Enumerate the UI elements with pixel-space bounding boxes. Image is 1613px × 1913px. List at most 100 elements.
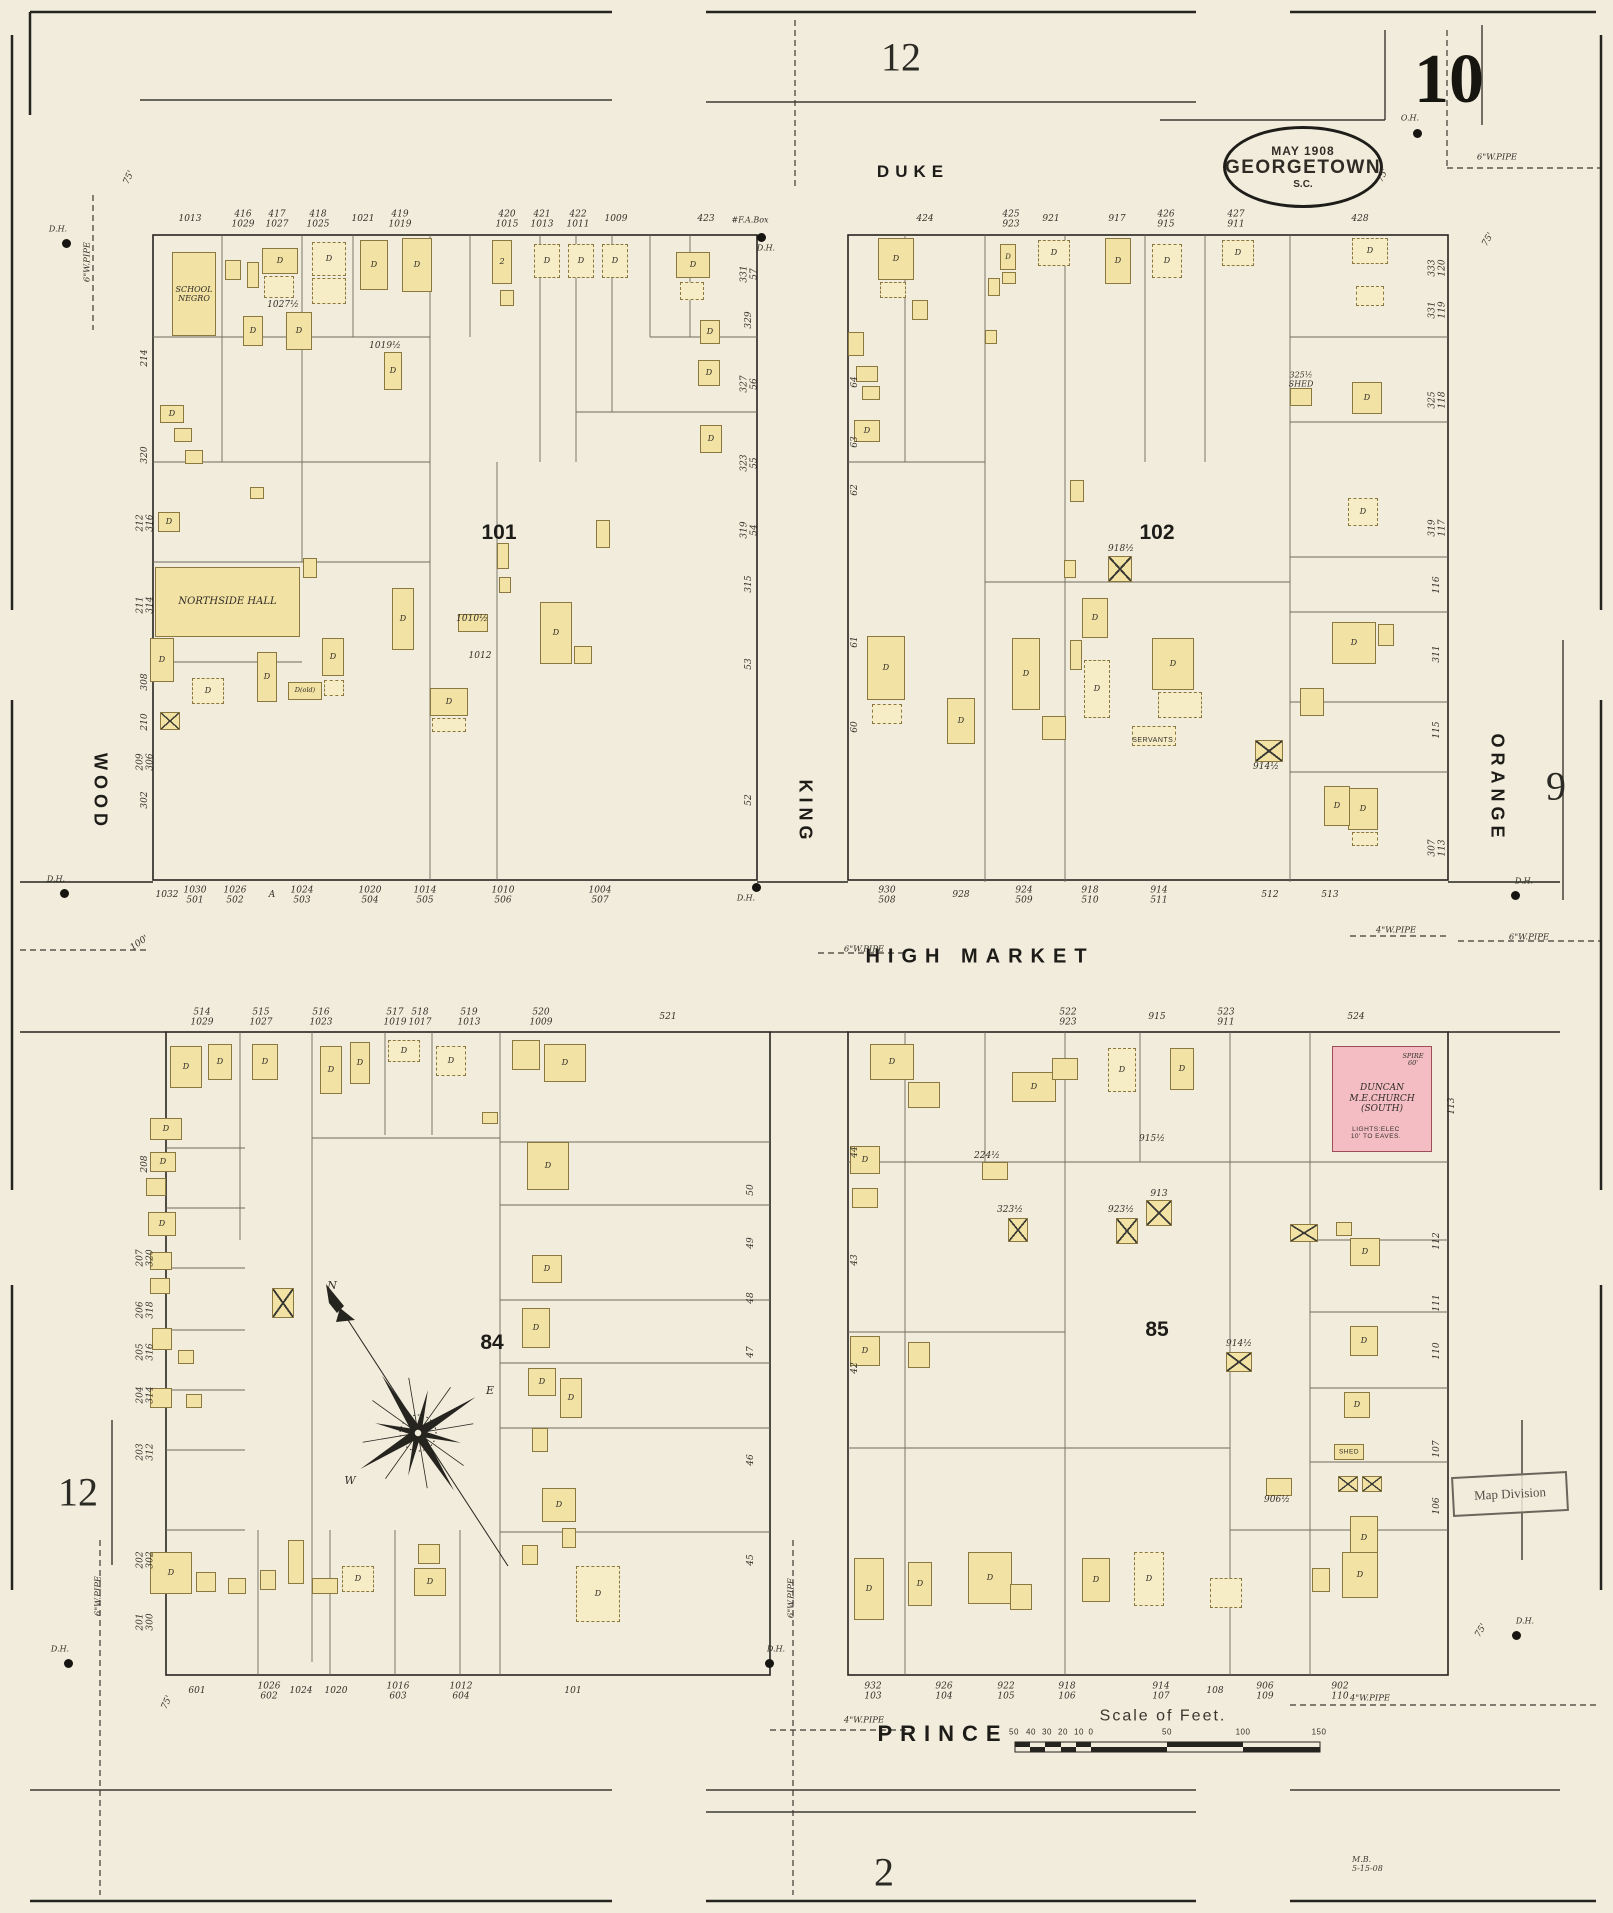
building: D (700, 320, 720, 344)
building (324, 680, 344, 696)
water-pipe-label: 6"W.PIPE (786, 1577, 797, 1619)
building: D (430, 688, 468, 716)
building-label: D (182, 1062, 190, 1072)
street-number: 327 56 (739, 375, 759, 393)
interior-label: 915½ (1139, 1134, 1165, 1145)
street-number: 1012 604 (449, 1681, 473, 1701)
street-number: 928 (952, 890, 970, 901)
building-label: D (1169, 659, 1177, 669)
building (1108, 556, 1132, 582)
building-label: D (705, 368, 713, 378)
interior-label: 1012 (468, 651, 492, 662)
building (152, 1328, 172, 1350)
building-label: D (1030, 1082, 1038, 1092)
street-number: 918 510 (1081, 885, 1099, 905)
street-label-high-market: HIGH MARKET (865, 945, 1095, 968)
building (482, 1112, 498, 1124)
street-label-orange: ORANGE (1487, 733, 1508, 843)
street-number: 329 (744, 311, 755, 329)
street-number: 45 (746, 1554, 757, 1566)
street-number: 62 (850, 484, 861, 496)
street-number: 601 (188, 1686, 206, 1697)
building-label: D (544, 1161, 552, 1171)
street-number: 922 105 (997, 1681, 1015, 1701)
building (1010, 1584, 1032, 1610)
interior-label: SHED (1338, 1448, 1360, 1456)
building-label: D (162, 1124, 170, 1134)
building: D (1082, 598, 1108, 638)
building: D (522, 1308, 550, 1348)
street-number: 1020 (324, 1686, 348, 1697)
building-label: D (356, 1058, 364, 1068)
building-label: D (1092, 1575, 1100, 1585)
street-number: 53 (744, 658, 755, 670)
building-label: D (1178, 1064, 1186, 1074)
street-number: 917 (1108, 214, 1126, 225)
building-label: D (158, 1219, 166, 1229)
adjacent-sheet-left: 12 (58, 1469, 98, 1515)
street-number: 311 (1432, 645, 1443, 663)
street-number: 206 318 (135, 1301, 155, 1319)
building: D (534, 244, 560, 278)
building (312, 1578, 338, 1594)
building-label: D (370, 260, 378, 270)
building: D (252, 1044, 278, 1080)
building: D (158, 512, 180, 532)
building: D (850, 1146, 880, 1174)
street-number: 108 (1206, 1686, 1224, 1697)
building-label: D (1356, 1570, 1364, 1580)
hydrant-label: D.H. (736, 893, 756, 903)
street-number: 522 923 (1059, 1007, 1077, 1027)
building (228, 1578, 246, 1594)
street-number: 427 911 (1227, 209, 1245, 229)
street-number: 48 (746, 1292, 757, 1304)
building: D (150, 638, 174, 682)
street-label-king: KING (795, 779, 816, 845)
street-number: 1026 502 (223, 885, 247, 905)
building: D (322, 638, 344, 676)
street-number: 207 320 (135, 1249, 155, 1267)
building (908, 1082, 940, 1108)
building-label: D (1333, 801, 1341, 811)
building (532, 1428, 548, 1452)
building-label: D (567, 1393, 575, 1403)
building (499, 577, 511, 593)
scale-tick: 100 (1235, 1727, 1251, 1737)
street-number: 513 (1321, 890, 1339, 901)
building: D (384, 352, 402, 390)
building (1290, 1224, 1318, 1242)
water-pipe-label: 4"W.PIPE (1375, 925, 1417, 936)
hydrant-label: D.H. (50, 1644, 70, 1654)
building-label: D (263, 672, 271, 682)
building (1226, 1352, 1252, 1372)
street-number: 420 1015 (495, 209, 519, 229)
building: D (908, 1562, 932, 1606)
building-label: D (594, 1589, 602, 1599)
water-pipe-label: 6"W.PIPE (1508, 932, 1550, 943)
building: D (1342, 1552, 1378, 1598)
building (1338, 1476, 1358, 1492)
map-division-stamp: Map Division (1451, 1470, 1569, 1518)
street-number: 1010 506 (491, 885, 515, 905)
building-label: D (1145, 1574, 1153, 1584)
building (1300, 688, 1324, 716)
hydrant-dot (1511, 891, 1520, 900)
duncan-me-church: DUNCAN M.E.CHURCH (SOUTH) (1332, 1046, 1432, 1152)
building-label: D (888, 1057, 896, 1067)
street-number: 319 54 (739, 521, 759, 539)
building (908, 1342, 930, 1368)
building: D (1344, 1392, 1370, 1418)
building: D (968, 1552, 1012, 1604)
building: D (312, 242, 346, 276)
building: D (148, 1212, 176, 1236)
compass-e-label: E (485, 1384, 495, 1398)
block-number-85: 85 (1145, 1318, 1169, 1341)
building (1146, 1200, 1172, 1226)
building: D (1084, 660, 1110, 718)
scale-tick: 50 (1162, 1727, 1172, 1737)
building (856, 366, 878, 382)
building (522, 1545, 538, 1565)
building: D (402, 238, 432, 292)
interior-label: LIGHTS:ELEC 10' TO EAVES. (1350, 1125, 1402, 1140)
